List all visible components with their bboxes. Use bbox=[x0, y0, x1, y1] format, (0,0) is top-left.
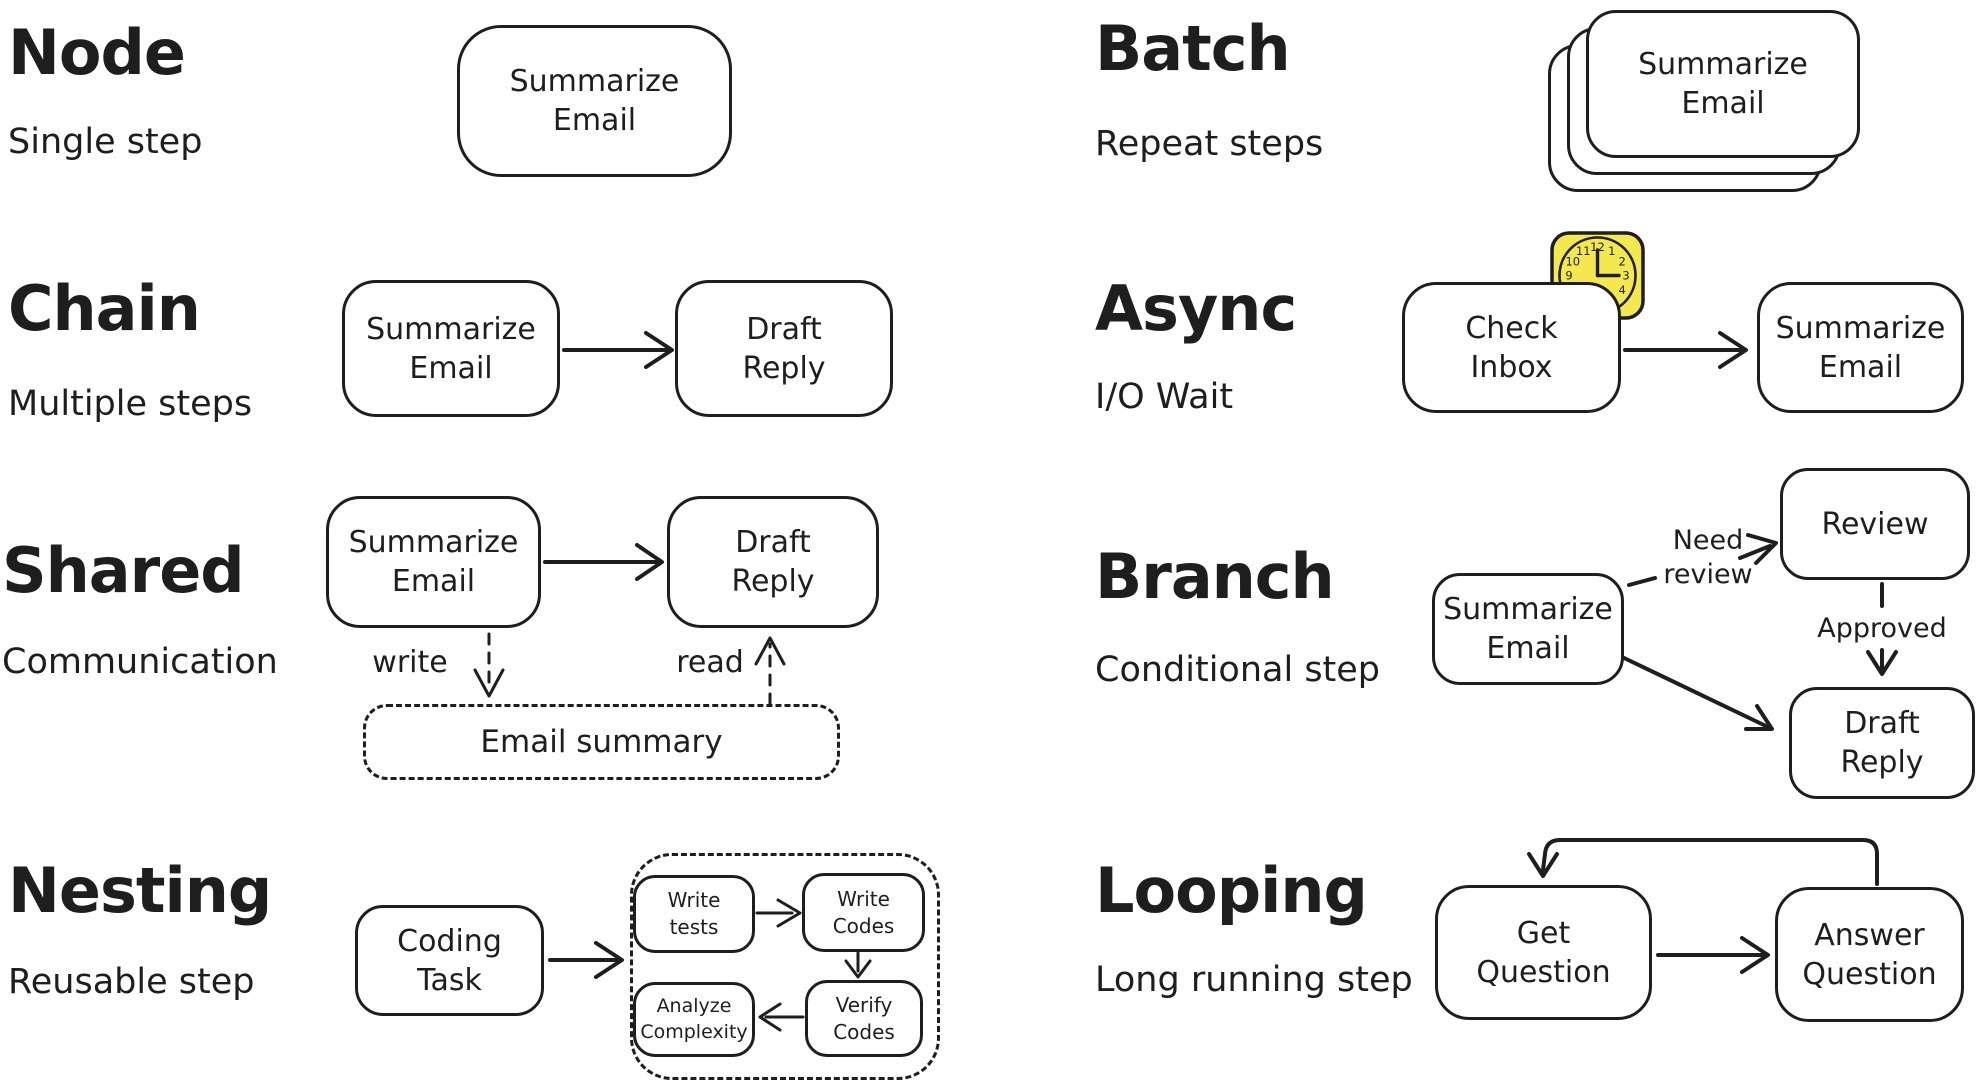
chain-subtitle: Multiple steps bbox=[8, 384, 253, 424]
nesting-arrow-verify-codes-to-analyze-complexity bbox=[758, 1002, 805, 1032]
shared-title: Shared bbox=[2, 534, 245, 607]
branch-direct-arrow bbox=[1620, 655, 1774, 731]
nesting-main-arrow bbox=[548, 941, 624, 979]
looping-loopback-arrow bbox=[1527, 838, 1879, 886]
svg-text:10: 10 bbox=[1565, 254, 1580, 268]
looping-box-answer-question: Answer Question bbox=[1775, 887, 1964, 1022]
shared-arrow bbox=[543, 543, 664, 581]
shared-box1-label: Summarize Email bbox=[348, 525, 519, 599]
chain-box1-label: Summarize Email bbox=[366, 311, 536, 386]
async-box1-label: Check Inbox bbox=[1465, 310, 1558, 385]
branch-box1-label: Summarize Email bbox=[1443, 592, 1613, 666]
nesting-inner2-label: Write Codes bbox=[832, 886, 895, 938]
nesting-box1-label: Coding Task bbox=[397, 923, 502, 998]
branch-box-review: Review bbox=[1780, 468, 1970, 580]
nesting-inner-analyze-complexity: Analyze Complexity bbox=[633, 982, 755, 1057]
nesting-inner1-label: Write tests bbox=[667, 888, 721, 939]
svg-text:12: 12 bbox=[1590, 240, 1605, 254]
branch-title: Branch bbox=[1095, 540, 1335, 613]
async-box-summarize-email: Summarize Email bbox=[1757, 282, 1964, 413]
branch-box-summarize-email: Summarize Email bbox=[1432, 573, 1624, 685]
async-box2-label: Summarize Email bbox=[1775, 310, 1946, 385]
svg-text:9: 9 bbox=[1565, 269, 1572, 283]
svg-text:3: 3 bbox=[1622, 269, 1629, 283]
batch-title: Batch bbox=[1095, 12, 1291, 85]
shared-box2-label: Draft Reply bbox=[731, 525, 815, 599]
nesting-subtitle: Reusable step bbox=[8, 962, 255, 1002]
nesting-inner-verify-codes: Verify Codes bbox=[805, 980, 923, 1057]
looping-subtitle: Long running step bbox=[1095, 960, 1413, 1000]
async-subtitle: I/O Wait bbox=[1095, 377, 1234, 417]
svg-text:2: 2 bbox=[1619, 254, 1626, 268]
chain-box-summarize-email: Summarize Email bbox=[342, 280, 560, 417]
svg-text:11: 11 bbox=[1576, 244, 1591, 258]
node-box-label: Summarize Email bbox=[509, 64, 680, 138]
branch-box2-label: Review bbox=[1821, 506, 1929, 542]
branch-need-review-label: Need review bbox=[1648, 524, 1768, 592]
nesting-inner-write-codes: Write Codes bbox=[802, 873, 925, 952]
chain-arrow bbox=[562, 331, 674, 369]
shared-store-email-summary: Email summary bbox=[363, 704, 840, 780]
clock-hands bbox=[1595, 248, 1621, 278]
batch-subtitle: Repeat steps bbox=[1095, 124, 1324, 164]
shared-write-label: write bbox=[372, 645, 448, 680]
shared-read-arrow bbox=[754, 636, 786, 706]
shared-subtitle: Communication bbox=[2, 642, 278, 682]
nesting-arrow-write-codes-to-verify-codes bbox=[844, 951, 872, 979]
chain-box-draft-reply: Draft Reply bbox=[675, 280, 893, 417]
branch-need-review-line2: review bbox=[1663, 558, 1753, 590]
branch-subtitle: Conditional step bbox=[1095, 650, 1381, 690]
shared-box-summarize-email: Summarize Email bbox=[326, 496, 541, 628]
nesting-dashed-container bbox=[630, 853, 940, 1080]
branch-approved-label: Approved bbox=[1817, 613, 1947, 644]
node-title: Node bbox=[8, 16, 186, 89]
shared-store-label: Email summary bbox=[480, 724, 723, 760]
nesting-inner3-label: Analyze Complexity bbox=[640, 994, 748, 1043]
looping-title: Looping bbox=[1095, 854, 1368, 927]
branch-approved-arrow bbox=[1866, 582, 1898, 676]
looping-box-get-question: Get Question bbox=[1435, 885, 1652, 1020]
nesting-title: Nesting bbox=[8, 854, 272, 927]
chain-title: Chain bbox=[8, 272, 201, 345]
nesting-inner4-label: Verify Codes bbox=[833, 992, 895, 1044]
branch-need-review-arrow bbox=[1627, 533, 1778, 587]
batch-box-label: Summarize Email bbox=[1638, 47, 1808, 121]
branch-box3-label: Draft Reply bbox=[1840, 706, 1924, 780]
branch-box-draft-reply: Draft Reply bbox=[1789, 687, 1975, 799]
async-title: Async bbox=[1095, 272, 1297, 345]
node-subtitle: Single step bbox=[8, 122, 203, 162]
looping-box1-label: Get Question bbox=[1476, 915, 1611, 990]
async-arrow bbox=[1623, 331, 1748, 369]
async-box-check-inbox: Check Inbox bbox=[1402, 282, 1621, 413]
batch-box-summarize-email: Summarize Email bbox=[1586, 10, 1860, 158]
branch-need-review-line1: Need bbox=[1672, 525, 1744, 556]
nesting-arrow-write-tests-to-write-codes bbox=[755, 898, 802, 928]
chain-box2-label: Draft Reply bbox=[742, 311, 826, 386]
svg-text:4: 4 bbox=[1619, 283, 1626, 297]
nesting-box-coding-task: Coding Task bbox=[355, 905, 544, 1016]
looping-arrow bbox=[1656, 936, 1770, 974]
looping-box2-label: Answer Question bbox=[1802, 917, 1937, 992]
node-box-summarize-email: Summarize Email bbox=[457, 25, 732, 177]
shared-write-arrow bbox=[473, 632, 505, 698]
nesting-inner-write-tests: Write tests bbox=[633, 875, 755, 953]
shared-box-draft-reply: Draft Reply bbox=[667, 496, 879, 628]
svg-text:1: 1 bbox=[1608, 244, 1615, 258]
shared-read-label: read bbox=[676, 645, 744, 680]
